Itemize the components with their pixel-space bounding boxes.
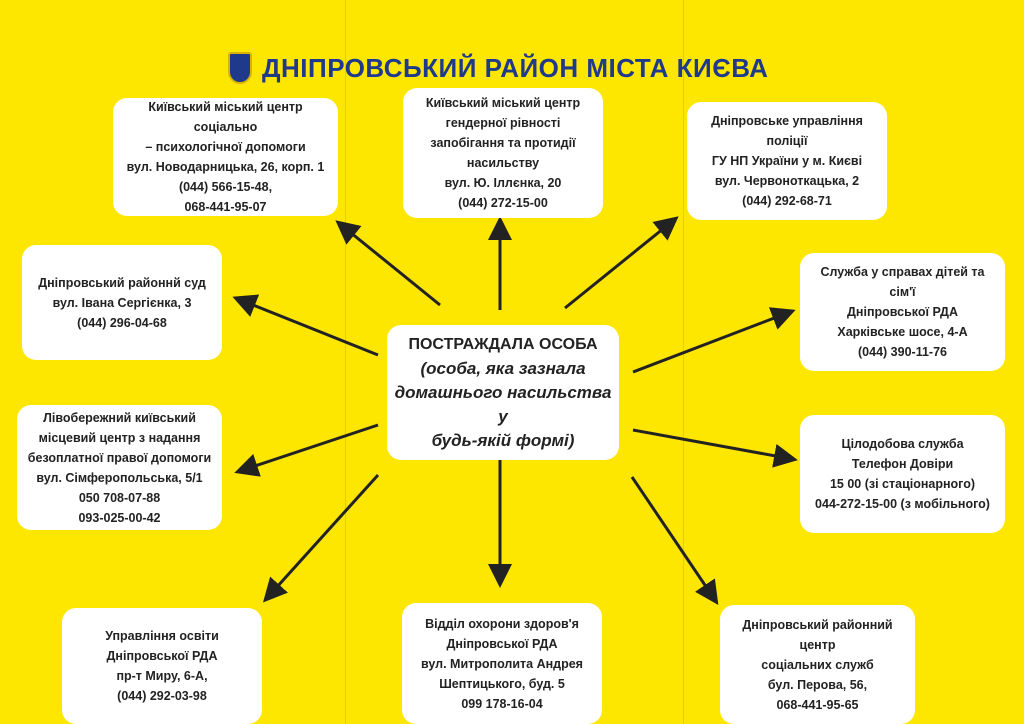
legal-aid-box: Лівобережний київський місцевий центр з н… bbox=[17, 405, 222, 530]
box-line: (044) 566-15-48, bbox=[178, 180, 273, 194]
box-line: Відділ охорони здоров'я bbox=[425, 616, 579, 631]
box-line: Служба у справах дітей та сім'ї bbox=[820, 265, 985, 299]
box-line: безоплатної правої допомоги bbox=[27, 450, 212, 465]
title-text: ДНІПРОВСЬКИЙ РАЙОН МІСТА КИЄВА bbox=[262, 52, 769, 83]
box-line: запобігання та протидії bbox=[430, 136, 576, 150]
box-line: Управління освіти bbox=[105, 629, 219, 643]
box-line: Харківське шосе, 4-А bbox=[837, 325, 968, 339]
fold-line bbox=[345, 0, 346, 724]
box-line: місцевий центр з надання bbox=[38, 430, 201, 445]
box-line: 093-025-00-42 bbox=[78, 510, 161, 525]
box-line: вул. Митрополита Андрея bbox=[421, 656, 583, 671]
box-line: ГУ НП України у м. Києві bbox=[711, 154, 863, 168]
box-line: Цілодобова служба bbox=[841, 437, 964, 451]
psych-help-center-box: Київський міський центр соціально – психо… bbox=[113, 98, 338, 216]
box-line: соціальних служб bbox=[761, 657, 874, 672]
victim-heading: ПОСТРАЖДАЛА ОСОБА bbox=[408, 335, 598, 353]
arrow bbox=[234, 423, 379, 477]
box-line: Дніпровський районнй суд bbox=[38, 275, 206, 290]
box-line: (044) 272-15-00 bbox=[458, 196, 548, 210]
box-line: Дніпровський районний центр bbox=[742, 617, 893, 652]
box-line: 050 708-07-88 bbox=[78, 490, 161, 505]
box-line: гендерної рівності bbox=[445, 116, 561, 130]
box-line: вул. Івана Сергієнка, 3 bbox=[52, 295, 192, 310]
arrow bbox=[630, 476, 719, 605]
box-line: вул. Червоноткацька, 2 bbox=[714, 174, 860, 188]
box-line: (044) 390-11-76 bbox=[858, 345, 947, 359]
box-line: вул. Новодарницька, 26, корп. 1 bbox=[126, 160, 325, 174]
arrow bbox=[262, 473, 380, 603]
social-services-box: Дніпровський районний центр соціальних сл… bbox=[720, 605, 915, 724]
victim-box: ПОСТРАЖДАЛА ОСОБА (особа, яка зазнала до… bbox=[387, 325, 619, 460]
box-line: Дніпровської РДА bbox=[847, 305, 958, 319]
box-line: Дніпровської РДА bbox=[106, 649, 218, 663]
arrow bbox=[335, 220, 441, 307]
box-line: Дніпровське управління поліції bbox=[711, 114, 863, 148]
box-line: (044) 296-04-68 bbox=[77, 315, 167, 330]
victim-desc: (особа, яка зазнала bbox=[420, 358, 586, 378]
police-box: Дніпровське управління поліції ГУ НП Укра… bbox=[687, 102, 887, 220]
arrow bbox=[632, 307, 796, 374]
victim-desc: домашнього насильства у bbox=[394, 382, 612, 426]
arrow bbox=[632, 428, 798, 468]
box-line: 068-441-95-65 bbox=[776, 697, 859, 712]
box-line: вул. Ю. Іллєнка, 20 bbox=[444, 176, 562, 190]
box-line: Дніпровської РДА bbox=[446, 636, 558, 651]
gender-equality-center-box: Київський міський центр гендерної рівност… bbox=[403, 88, 603, 218]
arrow bbox=[564, 216, 679, 310]
box-line: – психологічної допомоги bbox=[145, 140, 306, 154]
fold-line bbox=[683, 0, 684, 724]
box-line: (044) 292-68-71 bbox=[742, 194, 832, 208]
victim-desc: будь-якій формі) bbox=[431, 430, 575, 450]
coat-of-arms-icon bbox=[228, 52, 252, 84]
box-line: Телефон Довіри bbox=[851, 457, 954, 471]
box-line: Лівобережний київський bbox=[43, 410, 196, 425]
box-line: 044-272-15-00 (з мобільного) bbox=[815, 497, 990, 511]
box-line: насильству bbox=[466, 156, 540, 170]
box-line: 068-441-95-07 bbox=[184, 200, 267, 214]
box-line: бул. Перова, 56, bbox=[767, 677, 868, 692]
box-line: вул. Сімферопольська, 5/1 bbox=[36, 470, 203, 485]
box-line: 15 00 (зі стаціонарного) bbox=[829, 477, 976, 491]
box-line: (044) 292-03-98 bbox=[117, 689, 207, 703]
box-line: Київський міський центр соціально bbox=[148, 100, 303, 134]
page-title: ДНІПРОВСЬКИЙ РАЙОН МІСТА КИЄВА bbox=[228, 48, 768, 88]
box-line: пр-т Миру, 6-А, bbox=[116, 669, 208, 683]
box-line: Київський міський центр bbox=[425, 96, 581, 110]
box-line: Шептицького, буд. 5 bbox=[439, 676, 565, 691]
court-box: Дніпровський районнй суд вул. Івана Сергі… bbox=[22, 245, 222, 360]
box-line: 099 178-16-04 bbox=[461, 696, 543, 711]
arrow bbox=[232, 294, 379, 357]
